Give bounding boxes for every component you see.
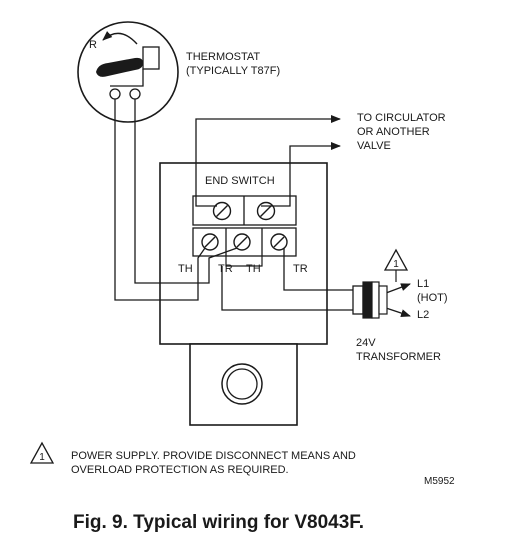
- circulator-label-line2: OR ANOTHER: [357, 126, 430, 138]
- figure-code: M5952: [424, 476, 455, 487]
- note-line2: OVERLOAD PROTECTION AS REQUIRED.: [71, 464, 289, 476]
- transformer-l2-label: L2: [417, 309, 429, 321]
- wire-thermostat-to-tr: [134, 99, 238, 284]
- valve-port-inner: [226, 368, 258, 400]
- transformer-label-line2: TRANSFORMER: [356, 351, 441, 363]
- wire-l1-arrow: [385, 283, 411, 294]
- wire-end-switch-left: [195, 115, 341, 207]
- note-warning-mark: 1: [39, 452, 45, 463]
- thermostat-dial-letter: R: [89, 39, 97, 51]
- note-warning-icon: 1: [29, 441, 55, 464]
- wire-end-switch-right: [261, 142, 341, 207]
- terminal-label-th-right: TH: [246, 263, 261, 275]
- thermostat-label-line2: (TYPICALLY T87F): [186, 65, 280, 77]
- mercury-bulb-icon: [96, 57, 143, 77]
- warning-triangle-icon: 1: [383, 248, 409, 282]
- note-line1: POWER SUPPLY. PROVIDE DISCONNECT MEANS A…: [71, 450, 356, 462]
- terminal-block: [192, 227, 297, 267]
- transformer-icon: [352, 281, 388, 319]
- thermostat-label-line1: THERMOSTAT: [186, 51, 260, 63]
- wires: [114, 99, 411, 317]
- wire-transformer-to-tr: [283, 248, 353, 291]
- figure-caption: Fig. 9. Typical wiring for V8043F.: [73, 512, 364, 533]
- circulator-label-line1: TO CIRCULATOR: [357, 112, 446, 124]
- terminal-label-th-left: TH: [178, 263, 193, 275]
- end-switch-block: [192, 195, 297, 226]
- thermostat-terminal-right: [129, 88, 141, 100]
- terminal-label-tr-left: TR: [218, 263, 233, 275]
- circulator-label-line3: VALVE: [357, 140, 391, 152]
- rotation-arrow-icon: [102, 31, 138, 45]
- end-switch-label: END SWITCH: [205, 175, 275, 187]
- transformer-warning-mark: 1: [393, 259, 399, 270]
- thermostat-dial-box: [142, 46, 160, 70]
- thermostat: R: [77, 21, 179, 123]
- wire-l2-arrow: [385, 307, 411, 317]
- transformer-hot-label: (HOT): [417, 292, 448, 304]
- wire-thermostat-to-th: [114, 99, 206, 301]
- wire-transformer-to-trth: [221, 266, 353, 311]
- thermostat-terminal-left: [109, 88, 121, 100]
- transformer-label-line1: 24V: [356, 337, 376, 349]
- transformer-l1-label: L1: [417, 278, 429, 290]
- terminal-label-tr-right: TR: [293, 263, 308, 275]
